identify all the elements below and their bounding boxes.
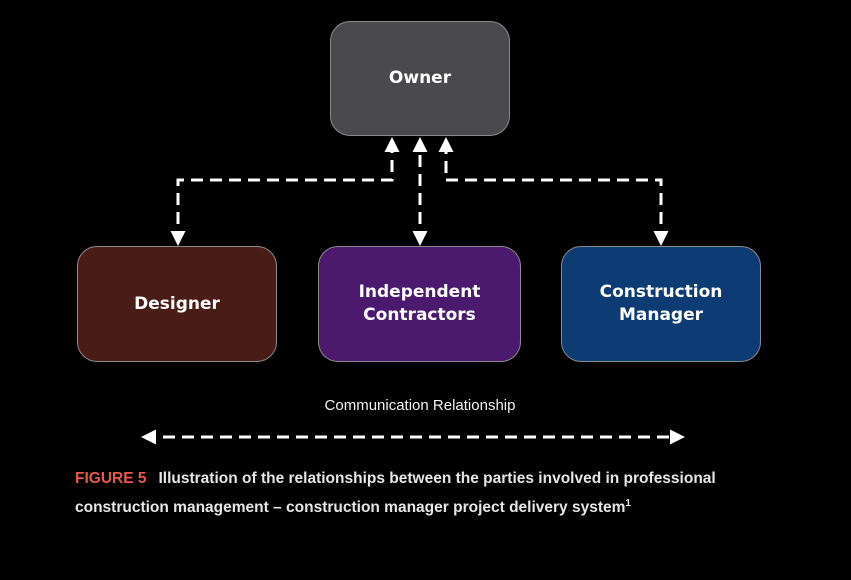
owner-label: Owner bbox=[388, 68, 452, 89]
construction-manager-label: Construction Manager bbox=[599, 282, 723, 325]
designer-node: Designer bbox=[77, 246, 277, 362]
connector-cm-owner bbox=[438, 137, 669, 246]
legend-label: Communication Relationship bbox=[324, 397, 516, 414]
caption-footnote: 1 bbox=[625, 498, 631, 509]
caption-text: Illustration of the relationships betwee… bbox=[75, 470, 716, 517]
independent-contractors-node: Independent Contractors bbox=[318, 246, 521, 362]
caption-figure-label: FIGURE 5 bbox=[75, 470, 147, 487]
connector-designer-owner bbox=[170, 137, 400, 246]
construction-manager-node: Construction Manager bbox=[561, 246, 761, 362]
designer-label: Designer bbox=[134, 293, 220, 314]
owner-node: Owner bbox=[330, 21, 510, 136]
independent-contractors-label: Independent Contractors bbox=[358, 282, 481, 325]
